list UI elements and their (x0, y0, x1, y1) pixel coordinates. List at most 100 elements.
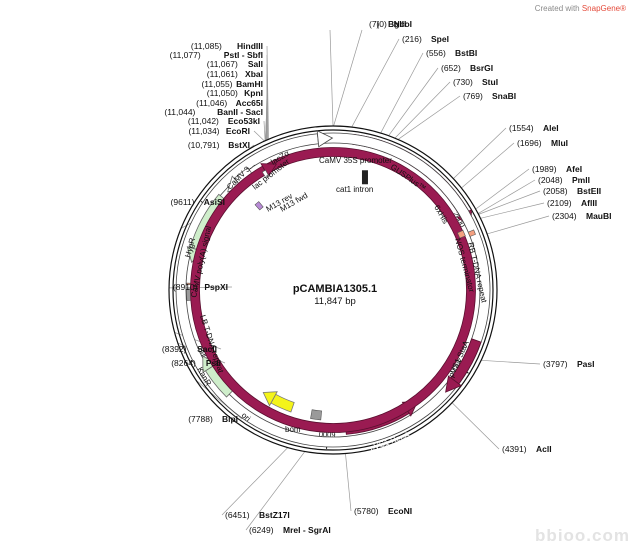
nos-mark (457, 229, 466, 239)
ori-arrow (262, 391, 295, 413)
site-position: (6249) (249, 525, 274, 535)
site-name: MreI - SgrAI (283, 525, 331, 535)
leader-line (475, 168, 530, 210)
leader-line (345, 453, 352, 512)
site-label: PstI - SbfI (11,077) (170, 50, 263, 60)
site-position: (7788) (188, 414, 213, 424)
lac-promoter-box (261, 169, 270, 179)
site-name: BglII (388, 19, 406, 29)
plasmid-size: 11,847 bp (314, 296, 356, 307)
site-position: (6451) (225, 510, 250, 520)
site-name: BstEII (577, 186, 601, 196)
site-name: SnaBI (492, 91, 516, 101)
leader-line (253, 130, 265, 142)
site-name: PstI - SbfI (224, 50, 263, 60)
pvs1-stab-arrow (445, 338, 482, 393)
site-position: (769) (463, 91, 483, 101)
site-label: (6249) MreI - SgrAI (249, 525, 331, 535)
site-name: MluI (551, 138, 568, 148)
leader-line (351, 38, 400, 128)
site-position: (8392) (162, 344, 187, 354)
label-bom: bom (285, 425, 301, 434)
site-name: AleI (543, 123, 559, 133)
site-position: (8910) (173, 282, 198, 292)
site-label: (1554) AleI (509, 123, 559, 133)
site-label: BamHI(11,055) (201, 79, 263, 89)
site-label: (6451) BstZ17I (225, 510, 290, 520)
leader-line (221, 447, 288, 516)
site-position: (652) (441, 63, 461, 73)
backbone-ring (168, 125, 498, 455)
site-label: (7) BglII (369, 19, 406, 29)
site-position: (8264) (171, 358, 196, 368)
site-position: (2304) (552, 211, 577, 221)
leader-line (394, 81, 451, 139)
site-name: AclI (536, 444, 552, 454)
leader-line (478, 190, 541, 215)
site-label: (1989)AfeI (532, 164, 582, 174)
site-label: BanII - SacI (11,044) (164, 107, 263, 117)
site-label: (2304) MauBI (552, 211, 612, 221)
site-label: (556)BstBI (426, 48, 477, 58)
site-position: (11,067) (207, 59, 238, 69)
site-position: (1989) (532, 164, 557, 174)
rb-mark (467, 229, 476, 237)
site-position: (4391) (502, 444, 527, 454)
bom-box (310, 409, 322, 421)
site-label: XbaI (11,061) (207, 69, 263, 79)
site-position: (3797) (543, 359, 568, 369)
site-label: Eco53kI(11,042) (188, 116, 260, 126)
site-name: Eco53kI (228, 116, 260, 126)
site-label: NcoI(0) (376, 19, 412, 29)
site-name: EcoNI (388, 506, 412, 516)
site-name: AsiSI (204, 197, 225, 207)
site-position: (1554) (509, 123, 534, 133)
site-position: (11,085) (191, 41, 222, 51)
site-name: BanII - SacI (217, 107, 263, 117)
site-label: (4391) AclI (502, 444, 552, 454)
feature-shapes (175, 130, 491, 448)
site-position: (2048) (538, 175, 563, 185)
site-name: PspXI (204, 282, 228, 292)
leader-line (329, 29, 334, 127)
site-name: BstZ17I (259, 510, 290, 520)
site-name: PasI (577, 359, 595, 369)
leader-line (245, 451, 306, 531)
site-position: (2058) (543, 186, 568, 196)
label-cat1: cat1 intron (336, 185, 373, 194)
site-label: SalI(11,067) (207, 59, 263, 69)
site-position: (0) (376, 19, 387, 29)
m13-primers (254, 201, 264, 211)
snapgene-credit: Created with SnapGene® (534, 4, 626, 13)
site-label: (2058) BstEII (543, 186, 601, 196)
site-label: BstXI(10,791) (188, 140, 250, 150)
label-camv35s: CaMV 35S promoter (319, 156, 392, 165)
leader-line (453, 127, 507, 179)
watermark: bbioo.com (535, 526, 630, 545)
leader-line (263, 120, 266, 141)
site-position: (9611) (171, 197, 195, 207)
site-position: (1696) (517, 138, 542, 148)
site-position: (11,077) (170, 50, 201, 60)
site-position: (11,044) (164, 107, 195, 117)
leader-line (480, 202, 545, 219)
site-name: SpeI (431, 34, 449, 44)
site-label: (1696) MluI (517, 138, 568, 148)
plasmid-name: pCAMBIA1305.1 (293, 283, 377, 295)
leader-line (380, 52, 424, 134)
site-name: BstBI (455, 48, 477, 58)
site-label: EcoRI(11,034) (188, 126, 250, 136)
site-name: BlpI (222, 414, 238, 424)
site-position: (10,791) (188, 140, 220, 150)
site-name: MauBI (586, 211, 612, 221)
site-name: XbaI (245, 69, 263, 79)
site-label: PspXI (8910) (173, 282, 228, 292)
cat1-intron-mark (361, 170, 368, 185)
leader-line (266, 45, 269, 140)
site-name: HindIII (237, 41, 263, 51)
site-position: (11,061) (207, 69, 238, 79)
site-label: (2048)PmlI (538, 175, 590, 185)
leader-line (477, 179, 536, 214)
site-name: PsiI (206, 358, 221, 368)
site-position: (7) (369, 19, 380, 29)
